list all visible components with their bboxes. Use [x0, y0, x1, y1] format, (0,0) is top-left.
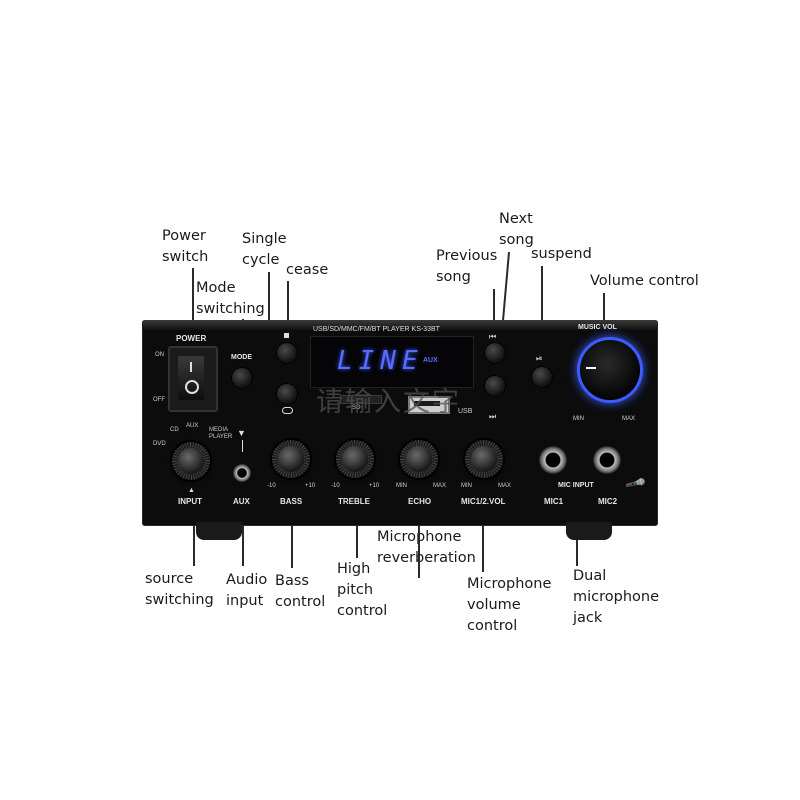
left-foot: [196, 522, 242, 540]
mode-button[interactable]: [232, 368, 252, 388]
echo-max: MAX: [433, 483, 447, 489]
power-off-label: OFF: [153, 397, 165, 403]
mic-volume-knob[interactable]: [465, 440, 503, 478]
power-label: POWER: [176, 334, 207, 343]
echo-knob[interactable]: [400, 440, 438, 478]
previous-icon: ⏮: [489, 332, 497, 341]
model-line: USB/SD/MMC/FM/BT PLAYER KS-33BT: [313, 326, 440, 333]
treble-max: +10: [369, 483, 380, 489]
treble-knob[interactable]: [336, 440, 374, 478]
callout-cease: cease: [286, 262, 329, 278]
leader-source: [193, 506, 195, 566]
leader-treble: [356, 508, 358, 558]
power-switch[interactable]: [168, 346, 218, 412]
usb-port[interactable]: [408, 396, 450, 414]
right-foot: [566, 522, 612, 540]
callout-source-switching: source switching: [145, 571, 214, 608]
mic-vol-label: MIC1/2.VOL: [461, 497, 506, 506]
bass-label: BASS: [280, 497, 303, 506]
display-text: LINE: [337, 346, 424, 376]
single-cycle-button[interactable]: [277, 384, 297, 404]
leader-bass: [291, 508, 293, 568]
bass-max: +10: [305, 483, 316, 489]
leader-audio: [242, 508, 244, 566]
input-arrow-icon: ▲: [188, 487, 195, 494]
callout-power-switch: Power switch: [162, 228, 209, 265]
treble-min: -10: [331, 483, 340, 489]
power-rocker: [178, 356, 204, 400]
callout-next-song: Next song: [499, 211, 534, 248]
stop-icon: [284, 333, 289, 338]
echo-label: ECHO: [408, 497, 432, 506]
bass-min: -10: [267, 483, 276, 489]
callout-mode-switching: Mode switching: [196, 280, 265, 317]
mic-vol-min: MIN: [461, 483, 472, 489]
callout-single-cycle: Single cycle: [242, 231, 287, 268]
leader-cease: [287, 281, 289, 321]
input-dvd: DVD: [153, 441, 166, 447]
callout-dual-microphone-jack: Dual microphone jack: [573, 568, 660, 626]
leader-echo: [418, 508, 420, 578]
mic1-jack[interactable]: [539, 446, 567, 474]
input-media: MEDIA PLAYER: [209, 427, 233, 440]
input-cd: CD: [170, 427, 179, 433]
callout-volume-control: Volume control: [590, 273, 699, 289]
mic-vol-max: MAX: [498, 483, 512, 489]
mic2-jack[interactable]: [593, 446, 621, 474]
aux-arrow-stem: [242, 440, 243, 452]
panel-top-edge: [142, 320, 658, 330]
leader-power: [192, 268, 194, 330]
aux-arrow-icon: ▼: [237, 428, 246, 438]
callout-audio-input: Audio input: [226, 572, 268, 609]
leader-previous: [493, 289, 495, 329]
lcd-display: LINE AUX: [310, 336, 474, 388]
music-vol-min: MIN: [573, 416, 584, 422]
callout-high-pitch-control: High pitch control: [337, 561, 388, 619]
aux-jack[interactable]: [233, 464, 251, 482]
stop-button[interactable]: [277, 343, 297, 363]
previous-button[interactable]: [485, 343, 505, 363]
watermark-text: 请输入文字: [316, 387, 461, 418]
sd-label: SD: [352, 405, 361, 411]
aux-label: AUX: [233, 497, 250, 506]
leader-suspend: [541, 266, 543, 332]
music-volume-knob[interactable]: [580, 340, 640, 400]
callout-suspend: suspend: [531, 246, 592, 262]
input-label: INPUT: [178, 497, 202, 506]
mic2-label: MIC2: [598, 497, 618, 506]
repeat-icon: [282, 407, 293, 414]
callout-microphone-reverberation: Microphone reverberation: [377, 529, 476, 566]
sd-slot[interactable]: [340, 395, 382, 404]
callout-microphone-volume-control: Microphone volume control: [467, 576, 552, 634]
mode-label: MODE: [231, 354, 252, 361]
leader-mic-vol: [482, 508, 484, 572]
leader-volume: [603, 293, 605, 339]
usb-label: USB: [458, 408, 473, 415]
display-small: AUX: [423, 357, 438, 364]
callout-bass-control: Bass control: [275, 573, 326, 610]
echo-min: MIN: [396, 483, 407, 489]
input-aux: AUX: [186, 423, 199, 429]
music-vol-label: MUSIC VOL: [578, 324, 617, 331]
input-selector-knob[interactable]: [172, 442, 210, 480]
mic1-label: MIC1: [544, 497, 564, 506]
next-icon: ⏭: [489, 412, 497, 421]
next-button[interactable]: [485, 376, 505, 396]
play-pause-button[interactable]: [532, 367, 552, 387]
volume-indicator: [586, 367, 596, 369]
music-vol-max: MAX: [622, 416, 636, 422]
treble-label: TREBLE: [338, 497, 370, 506]
bass-knob[interactable]: [272, 440, 310, 478]
mic-input-label: MIC INPUT: [558, 482, 594, 489]
callout-previous-song: Previous song: [436, 248, 498, 285]
play-pause-icon: ⏯: [536, 354, 543, 363]
power-on-label: ON: [155, 352, 164, 358]
